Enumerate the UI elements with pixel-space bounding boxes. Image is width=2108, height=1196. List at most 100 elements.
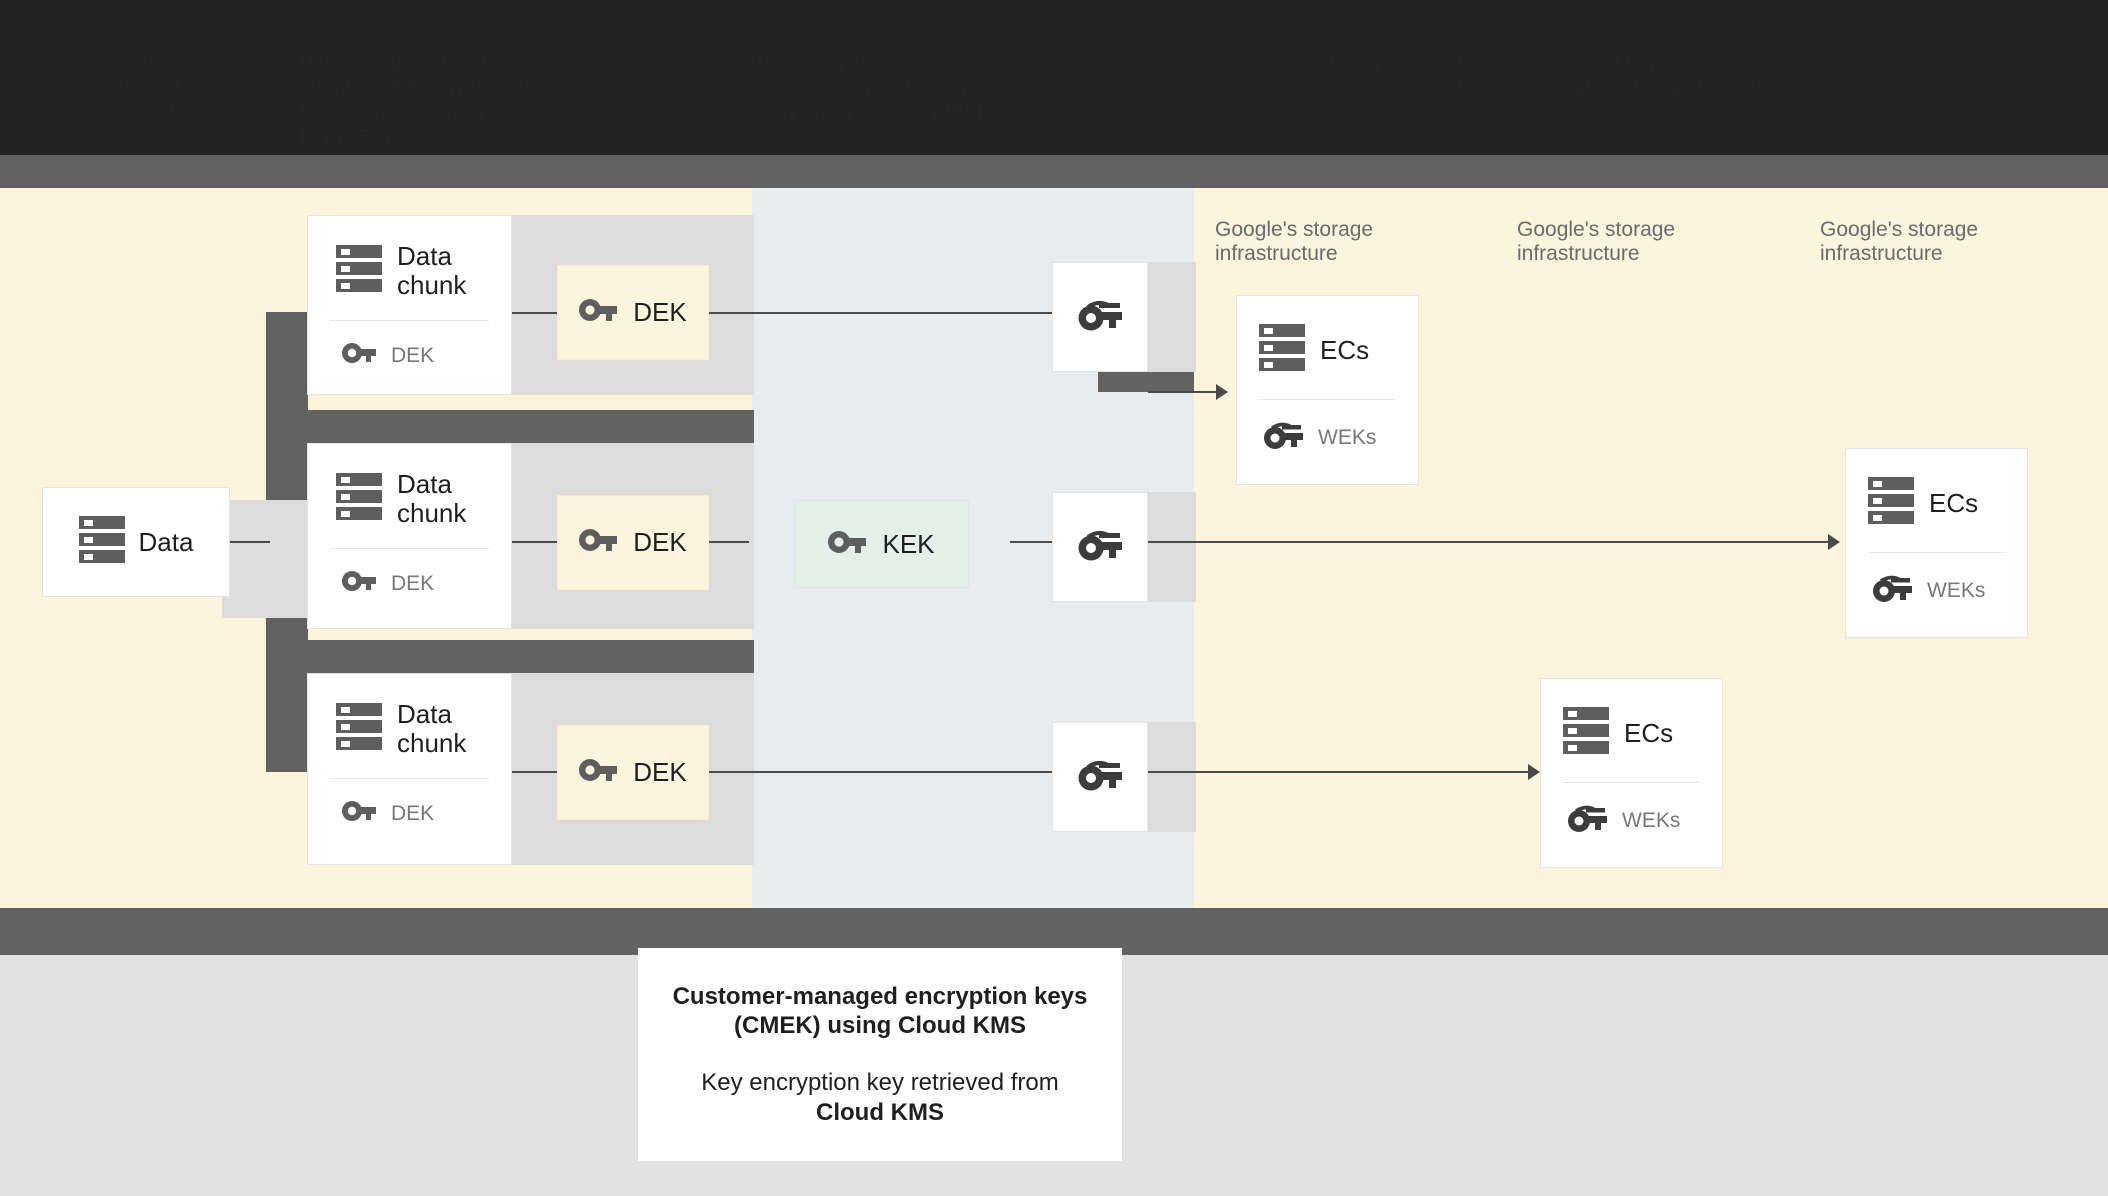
header-dark-band <box>0 0 2108 155</box>
key-icon <box>342 569 376 598</box>
ecs-title-row: ECs <box>1541 679 1722 762</box>
cmek-caption-body: Key encryption key retrieved from Cloud … <box>664 1068 1096 1128</box>
server-stack-icon <box>1868 475 1914 532</box>
ecs-key-row: WEKs <box>1846 553 2027 608</box>
dek-label: DEK <box>633 527 687 557</box>
dek-box-3[interactable]: DEK <box>557 725 709 820</box>
ecs-card-1[interactable]: ECs WEKs <box>1236 295 1419 485</box>
storage-caption-2: Google's storage infrastructure <box>1517 218 1676 265</box>
line-dek3-wrapped3 <box>709 771 1052 773</box>
cmek-caption-bold: Cloud KMS <box>816 1098 944 1126</box>
dek-box-2[interactable]: DEK <box>557 495 709 590</box>
branch-bar-2 <box>266 640 754 677</box>
chunk-key-label: DEK <box>391 571 435 595</box>
ecs-key-row: WEKs <box>1237 400 1418 455</box>
header-gray-band <box>0 155 2108 188</box>
key-icon <box>342 341 376 370</box>
kek-label: KEK <box>882 528 935 559</box>
data-chunk-card-1[interactable]: Data chunk DEK <box>307 215 512 395</box>
dek-label: DEK <box>633 297 687 327</box>
server-stack-icon <box>1563 705 1609 762</box>
chunk-title: Data chunk <box>397 241 467 300</box>
key-icon <box>828 529 867 560</box>
ecs-key-label: WEKs <box>1927 578 1986 602</box>
line-to-ecs-3 <box>1148 771 1538 773</box>
cmek-caption-title: Customer-managed encryption keys (CMEK) … <box>672 982 1088 1039</box>
header-text-distribute: Encrypted chunks and wrapped keys are di… <box>1330 52 1823 98</box>
wrapped-key-tile-3[interactable] <box>1052 722 1148 832</box>
chunk-title: Data chunk <box>397 699 467 758</box>
data-chunk-card-2[interactable]: Data chunk DEK <box>307 443 512 629</box>
line-to-ecs-2 <box>1148 541 1838 543</box>
chunk-key-row: DEK <box>308 549 511 598</box>
ecs-title: ECs <box>1320 335 1370 365</box>
chunk-title-row: Data chunk <box>308 216 511 300</box>
key-icon <box>1078 528 1122 567</box>
ecs-card-2[interactable]: ECs WEKs <box>1845 448 2028 638</box>
header-text-chunk: Data is chunked and chunks are encrypted… <box>300 52 543 148</box>
chunk-title: Data chunk <box>397 469 467 528</box>
chunk-key-label: DEK <box>391 343 435 367</box>
card-divider <box>1259 399 1396 400</box>
card-divider <box>330 778 489 779</box>
line-chunk1-dek1 <box>512 312 557 314</box>
key-icon <box>1078 758 1122 797</box>
data-chunk-card-3[interactable]: Data chunk DEK <box>307 673 512 865</box>
key-icon <box>579 757 618 788</box>
storage-caption-3: Google's storage infrastructure <box>1820 218 1979 265</box>
ecs-title-row: ECs <box>1237 296 1418 379</box>
ecs-title: ECs <box>1624 718 1674 748</box>
server-stack-icon <box>336 701 382 758</box>
line-dek2-kek-left <box>709 541 749 543</box>
chunk-title-row: Data chunk <box>308 674 511 758</box>
ecs-key-row: WEKs <box>1541 783 1722 838</box>
card-divider <box>1868 552 2005 553</box>
server-stack-icon <box>336 243 382 300</box>
key-icon <box>342 799 376 828</box>
data-source-card[interactable]: Data <box>42 487 230 597</box>
chunk-key-row: DEK <box>308 779 511 828</box>
card-divider <box>330 548 489 549</box>
card-divider <box>330 320 489 321</box>
card-divider <box>1563 782 1700 783</box>
line-chunk2-dek2 <box>512 541 557 543</box>
wrapped-key-tile-1[interactable] <box>1052 262 1148 372</box>
key-icon <box>1872 573 1912 608</box>
data-source-label: Data <box>138 526 194 557</box>
server-stack-icon <box>336 471 382 528</box>
line-dek1-wrapped1 <box>709 312 1052 314</box>
cmek-caption-box: Customer-managed encryption keys (CMEK) … <box>638 948 1122 1161</box>
arrowhead-ecs-3 <box>1528 764 1540 780</box>
header-text-upload: Data is uploaded to Google <box>95 52 185 123</box>
arrowhead-ecs-2 <box>1828 534 1840 550</box>
line-data-to-trunk <box>230 541 270 543</box>
server-stack-icon <box>1259 322 1305 379</box>
ecs-key-label: WEKs <box>1318 425 1377 449</box>
key-icon <box>579 527 618 558</box>
ecs-card-3[interactable]: ECs WEKs <box>1540 678 1723 868</box>
key-icon <box>1263 420 1303 455</box>
arrowhead-ecs-1 <box>1216 384 1228 400</box>
chunk-key-row: DEK <box>308 321 511 370</box>
ecs-title: ECs <box>1929 488 1979 518</box>
kek-box[interactable]: KEK <box>794 500 969 588</box>
data-source-row: Data <box>43 488 229 596</box>
line-to-ecs-1 <box>1148 391 1226 393</box>
storage-caption-1: Google's storage infrastructure <box>1215 218 1374 265</box>
ecs-key-label: WEKs <box>1622 808 1681 832</box>
dek-label: DEK <box>633 757 687 787</box>
footer-dark-bar <box>0 908 2108 955</box>
chunk-key-label: DEK <box>391 801 435 825</box>
dek-box-1[interactable]: DEK <box>557 265 709 360</box>
wrapped-key-tile-2[interactable] <box>1052 492 1148 602</box>
header-text-wrap: Data encryption keys are wrapped using a… <box>750 52 998 123</box>
line-chunk3-dek3 <box>512 771 557 773</box>
line-kek-to-wrapped2 <box>1010 541 1052 543</box>
chunk-title-row: Data chunk <box>308 444 511 528</box>
key-icon <box>579 297 618 328</box>
ecs-title-row: ECs <box>1846 449 2027 532</box>
branch-bar-1 <box>266 410 754 447</box>
server-stack-icon <box>78 514 125 571</box>
cmek-caption-prefix: Key encryption key retrieved from <box>701 1068 1059 1096</box>
